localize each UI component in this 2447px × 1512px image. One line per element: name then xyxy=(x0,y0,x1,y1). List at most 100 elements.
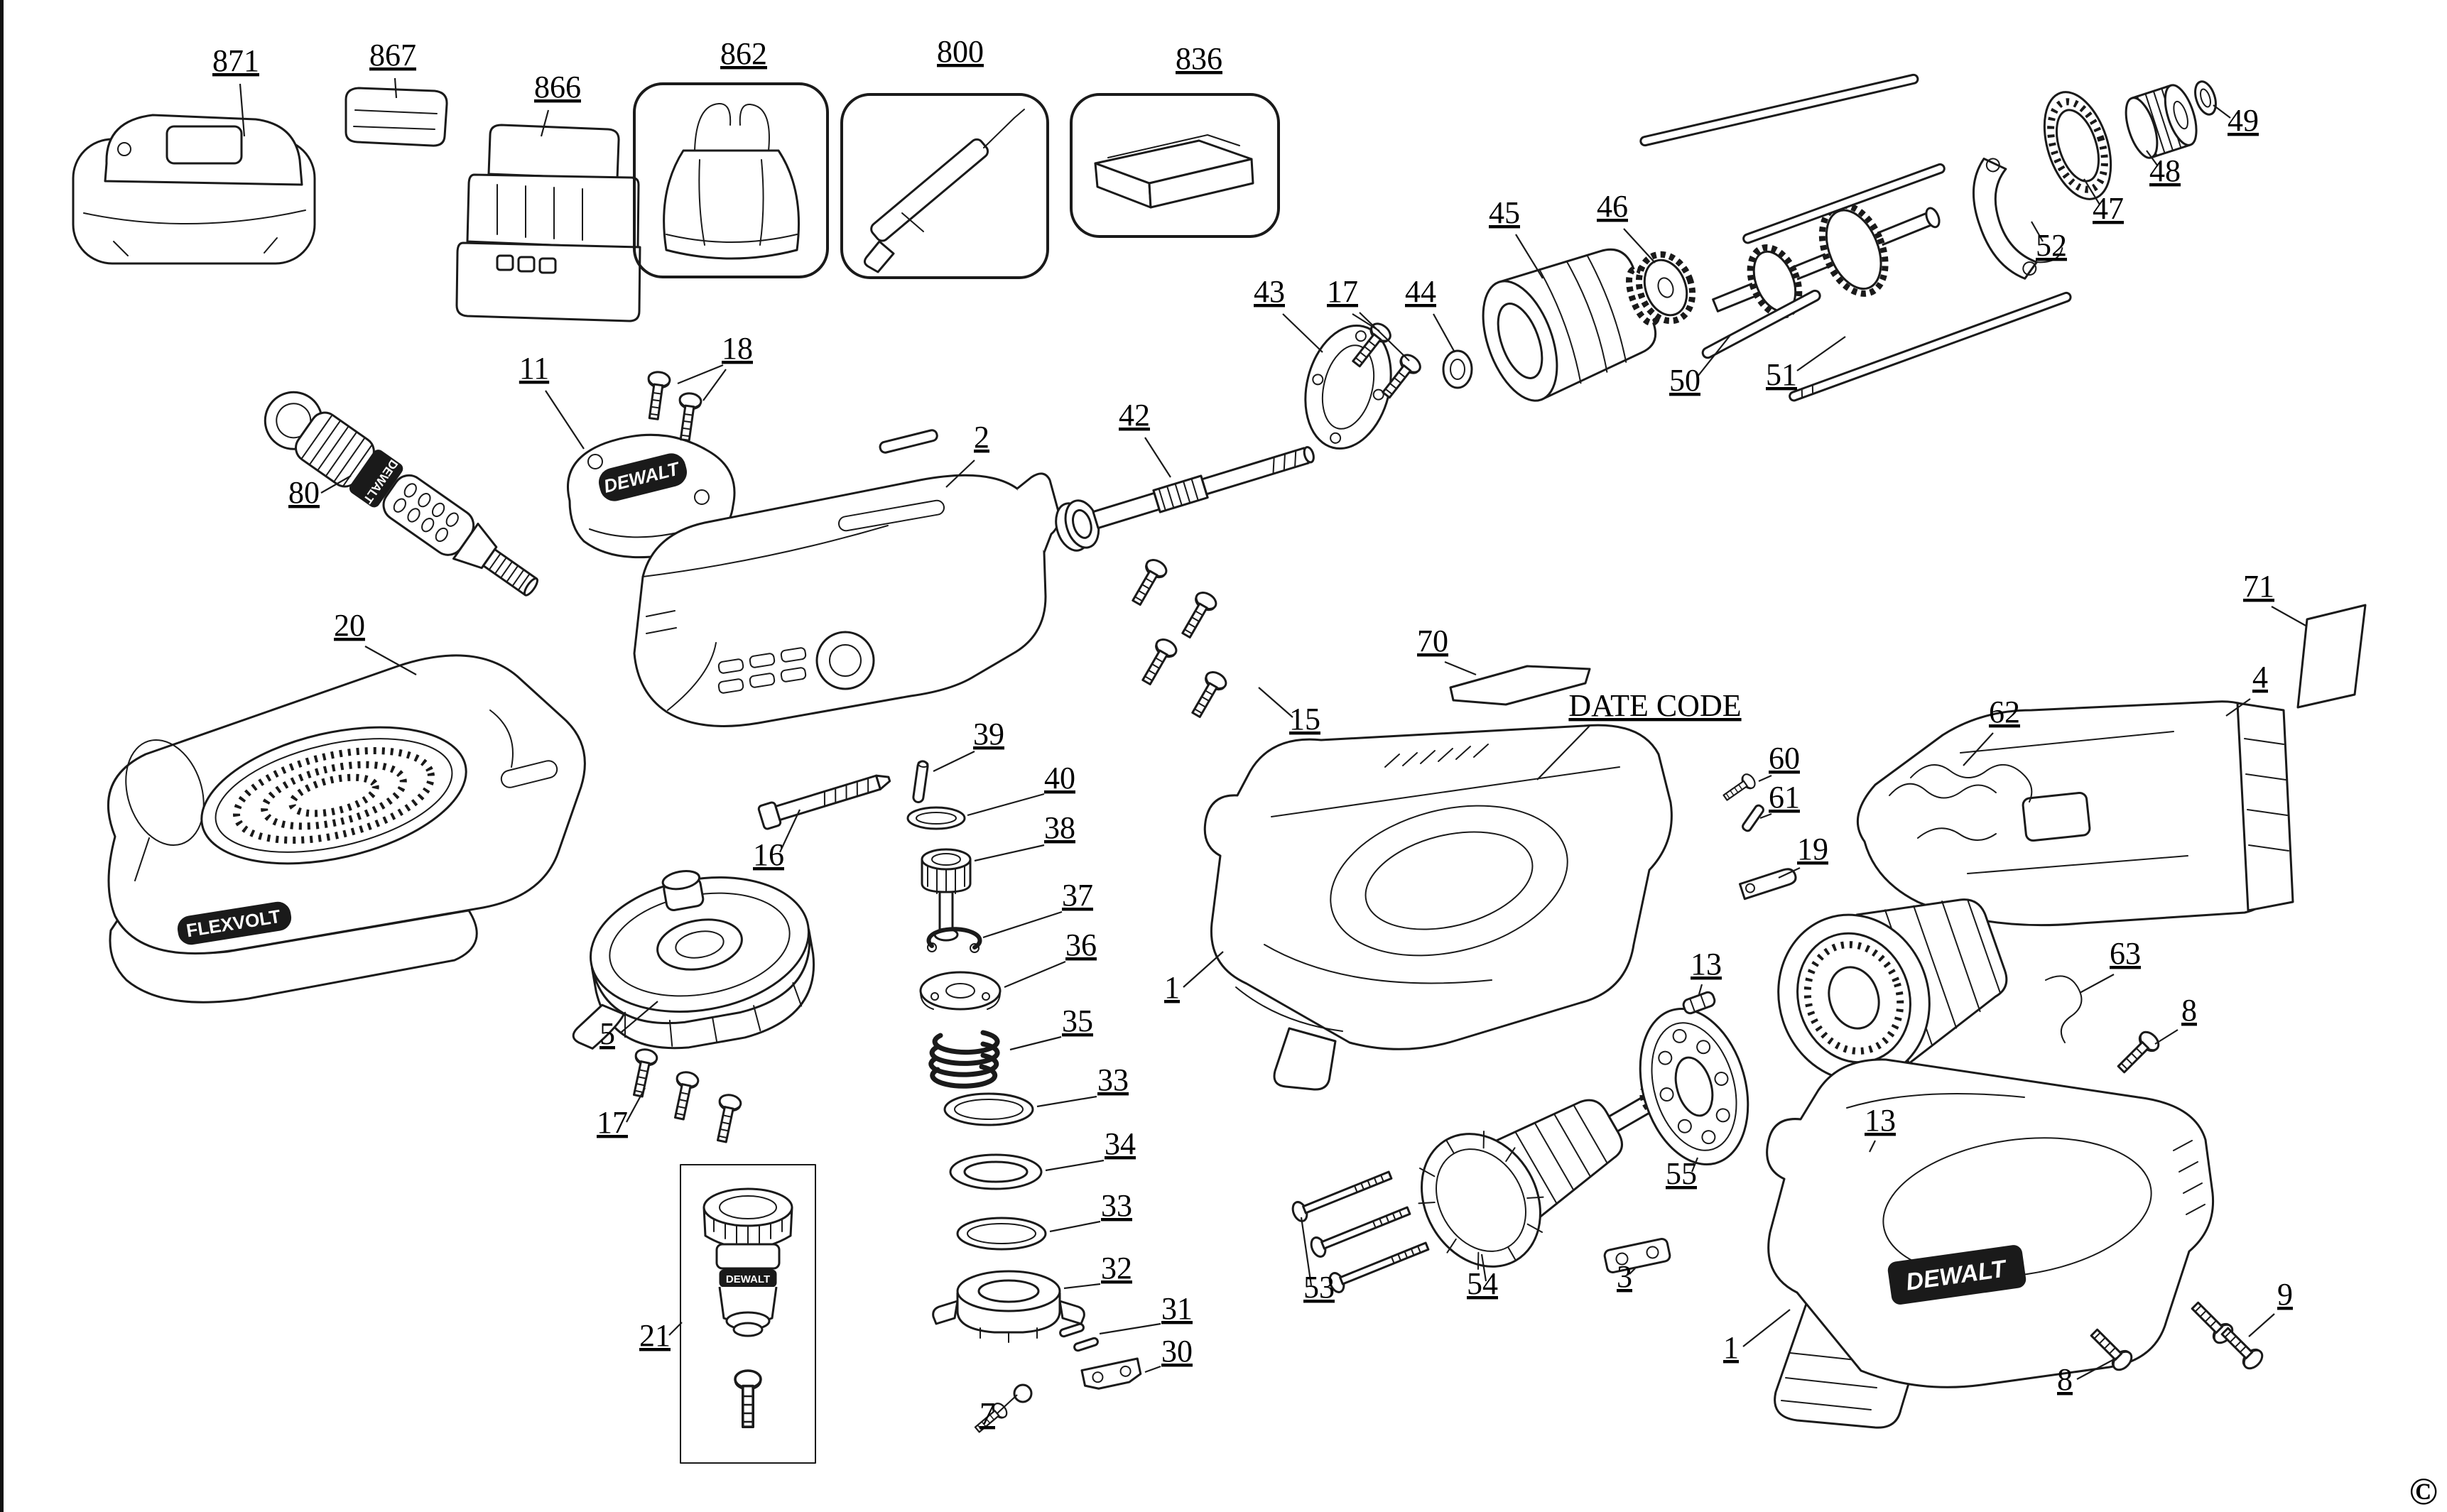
part-label-70: 70 xyxy=(1417,624,1448,658)
leader-line-62 xyxy=(1963,732,1994,766)
leader-line-63 xyxy=(2079,974,2115,994)
leader-line-20 xyxy=(364,646,417,675)
part-label-800: 800 xyxy=(937,34,984,69)
part-18-screws xyxy=(641,369,703,443)
part-label-3: 3 xyxy=(1617,1259,1632,1294)
leader-line-42 xyxy=(1144,437,1171,478)
leader-line-9 xyxy=(2248,1313,2275,1337)
part-label-44: 44 xyxy=(1405,274,1436,309)
part-label-13: 13 xyxy=(1691,947,1722,981)
leader-line-33 xyxy=(1049,1220,1101,1233)
part-3-brush-cap xyxy=(1603,1237,1671,1274)
part-label-34: 34 xyxy=(1105,1126,1136,1161)
leader-line-21 xyxy=(668,1322,683,1336)
part-15-screws xyxy=(1126,555,1230,722)
leader-line-70 xyxy=(1444,660,1477,676)
leader-line-34 xyxy=(1045,1159,1105,1172)
leader-line-31 xyxy=(1099,1322,1161,1335)
part-label-2: 2 xyxy=(974,420,989,455)
part-42-spindle xyxy=(1055,446,1315,552)
part-44-washer xyxy=(1442,349,1473,389)
part-61-pin xyxy=(1742,804,1764,832)
part-9-screws xyxy=(2186,1297,2267,1374)
part-21-spindle-assembly: DEWALT xyxy=(680,1164,816,1464)
part-51-shaft xyxy=(1789,291,2072,402)
part-label-40: 40 xyxy=(1044,761,1075,795)
part-17-screws-bottom xyxy=(626,1046,744,1145)
part-label-50: 50 xyxy=(1669,363,1700,398)
part-7-screw-ring xyxy=(971,1383,1033,1437)
leader-line-13 xyxy=(1869,1140,1876,1153)
part-871-battery-charger xyxy=(72,114,316,265)
part-label-47: 47 xyxy=(2093,191,2124,226)
part-label-63: 63 xyxy=(2110,936,2141,971)
part-50-pin xyxy=(1701,289,1821,359)
leader-line-55 xyxy=(1691,1157,1699,1173)
part-49-washer xyxy=(2194,80,2217,116)
part-label-71: 71 xyxy=(2243,569,2274,604)
part-label-18: 18 xyxy=(722,331,753,366)
leader-line-50 xyxy=(1697,335,1731,377)
leader-line-39 xyxy=(933,751,975,772)
part-34-ring xyxy=(949,1153,1043,1190)
part-label-55: 55 xyxy=(1666,1156,1697,1191)
part-862-kit-bag xyxy=(633,82,829,278)
leader-line-38 xyxy=(974,844,1045,862)
part-label-52: 52 xyxy=(2036,228,2067,263)
leader-line-13 xyxy=(1698,984,1703,995)
leader-line-46 xyxy=(1623,228,1656,263)
leader-line-49 xyxy=(2213,104,2231,119)
part-label-30: 30 xyxy=(1161,1334,1193,1369)
part-866-battery-pack xyxy=(455,124,641,322)
part-20-cover: FLEXVOLT xyxy=(107,654,586,1004)
part-33-oring-b xyxy=(956,1217,1047,1251)
part-55-fan-baffle xyxy=(1639,1008,1749,1165)
part-label-20: 20 xyxy=(334,608,365,643)
page-edge-line xyxy=(0,0,4,1512)
leader-line-19 xyxy=(1778,867,1801,879)
part-80-side-handle: DEWALT xyxy=(264,391,539,597)
leader-line-61 xyxy=(1759,812,1772,820)
part-36-flange xyxy=(919,971,1002,1011)
part-label-62: 62 xyxy=(1989,695,2020,729)
leader-line-18 xyxy=(677,364,724,385)
leader-line-867 xyxy=(394,77,398,99)
leader-line-866 xyxy=(540,109,550,137)
part-33-oring-a xyxy=(943,1092,1034,1126)
part-label-31: 31 xyxy=(1161,1291,1193,1326)
part-label-17: 17 xyxy=(1327,274,1358,309)
part-867-belt-clip xyxy=(344,87,448,147)
part-836-kit-case xyxy=(1070,93,1280,238)
leader-line-53 xyxy=(1300,1217,1313,1286)
leader-line-80 xyxy=(320,475,352,494)
leader-line-35 xyxy=(1009,1035,1062,1051)
part-40-oring xyxy=(906,806,966,830)
leader-line-30 xyxy=(1144,1365,1161,1374)
leader-line-15 xyxy=(1258,687,1293,718)
leader-line-60 xyxy=(1758,774,1772,783)
leader-line-51 xyxy=(1796,336,1846,371)
part-label-33: 33 xyxy=(1101,1188,1132,1223)
part-62-lead-wire xyxy=(1910,764,2033,803)
part-31-pins xyxy=(1059,1322,1099,1352)
copyright-symbol: © xyxy=(2409,1470,2438,1512)
part-70-label xyxy=(1449,665,1591,706)
part-label-48: 48 xyxy=(2149,153,2181,188)
leader-line-1 xyxy=(1742,1309,1791,1347)
leader-line-2 xyxy=(945,459,975,488)
part-label-836: 836 xyxy=(1176,41,1222,76)
leader-line-52 xyxy=(2031,221,2044,242)
part-label-8: 8 xyxy=(2181,993,2197,1028)
part-2-gearcase-housing xyxy=(633,429,1060,727)
part-label-5: 5 xyxy=(599,1016,615,1051)
part-1-housing-right: DEWALT xyxy=(1766,1058,2215,1429)
leader-line-3 xyxy=(1629,1268,1636,1275)
part-32-cover xyxy=(932,1270,1085,1343)
leader-line-47 xyxy=(2083,178,2100,205)
part-35-spring xyxy=(928,1030,1000,1089)
part-48-gear xyxy=(2125,84,2198,159)
part-label-date-code: DATE CODE xyxy=(1568,688,1741,723)
